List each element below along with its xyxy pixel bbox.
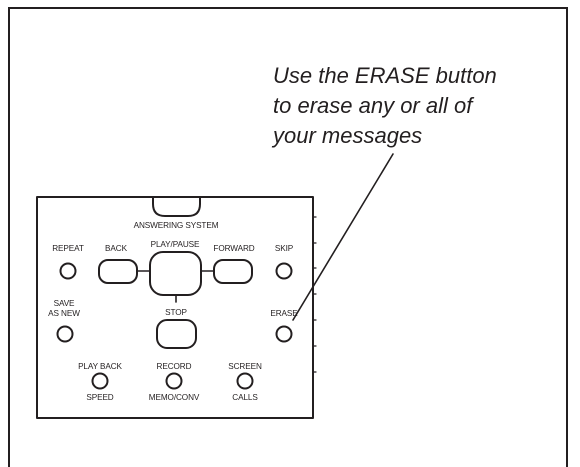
playback-label: PLAY BACK bbox=[78, 362, 122, 371]
forward-button[interactable] bbox=[213, 259, 253, 284]
callout-line-2: to erase any or all of bbox=[273, 93, 473, 118]
stop-button[interactable] bbox=[156, 319, 197, 349]
play-pause-label: PLAY/PAUSE bbox=[151, 240, 200, 249]
erase-leader-line bbox=[292, 153, 394, 321]
record-label: RECORD bbox=[157, 362, 192, 371]
calls-label: CALLS bbox=[232, 393, 258, 402]
speed-label: SPEED bbox=[86, 393, 113, 402]
save-label: SAVE bbox=[54, 299, 75, 308]
callout-line-3: your messages bbox=[273, 123, 423, 148]
save-as-new-button[interactable] bbox=[56, 325, 74, 343]
back-label: BACK bbox=[105, 244, 128, 253]
forward-label: FORWARD bbox=[213, 244, 254, 253]
skip-label: SKIP bbox=[275, 244, 294, 253]
erase-button[interactable] bbox=[275, 325, 293, 343]
as-new-label: AS NEW bbox=[48, 309, 80, 318]
panel-outline bbox=[36, 196, 314, 419]
screen-calls-button[interactable] bbox=[236, 372, 254, 390]
playback-speed-button[interactable] bbox=[91, 372, 109, 390]
skip-button[interactable] bbox=[275, 262, 293, 280]
stop-label: STOP bbox=[165, 308, 187, 317]
repeat-button[interactable] bbox=[59, 262, 77, 280]
back-button[interactable] bbox=[98, 259, 138, 284]
erase-callout-text: Use the ERASE button to erase any or all… bbox=[273, 61, 573, 151]
answering-system-label: ANSWERING SYSTEM bbox=[134, 221, 219, 230]
panel-edge-ticks bbox=[312, 216, 317, 373]
play-pause-button[interactable] bbox=[149, 251, 202, 296]
erase-label: ERASE bbox=[270, 309, 298, 318]
record-button[interactable] bbox=[165, 372, 183, 390]
diagram-frame bbox=[8, 7, 568, 467]
answering-system-notch bbox=[152, 196, 201, 217]
screen-label: SCREEN bbox=[228, 362, 262, 371]
repeat-label: REPEAT bbox=[52, 244, 84, 253]
callout-line-1: Use the ERASE button bbox=[273, 63, 497, 88]
memo-conv-label: MEMO/CONV bbox=[149, 393, 200, 402]
